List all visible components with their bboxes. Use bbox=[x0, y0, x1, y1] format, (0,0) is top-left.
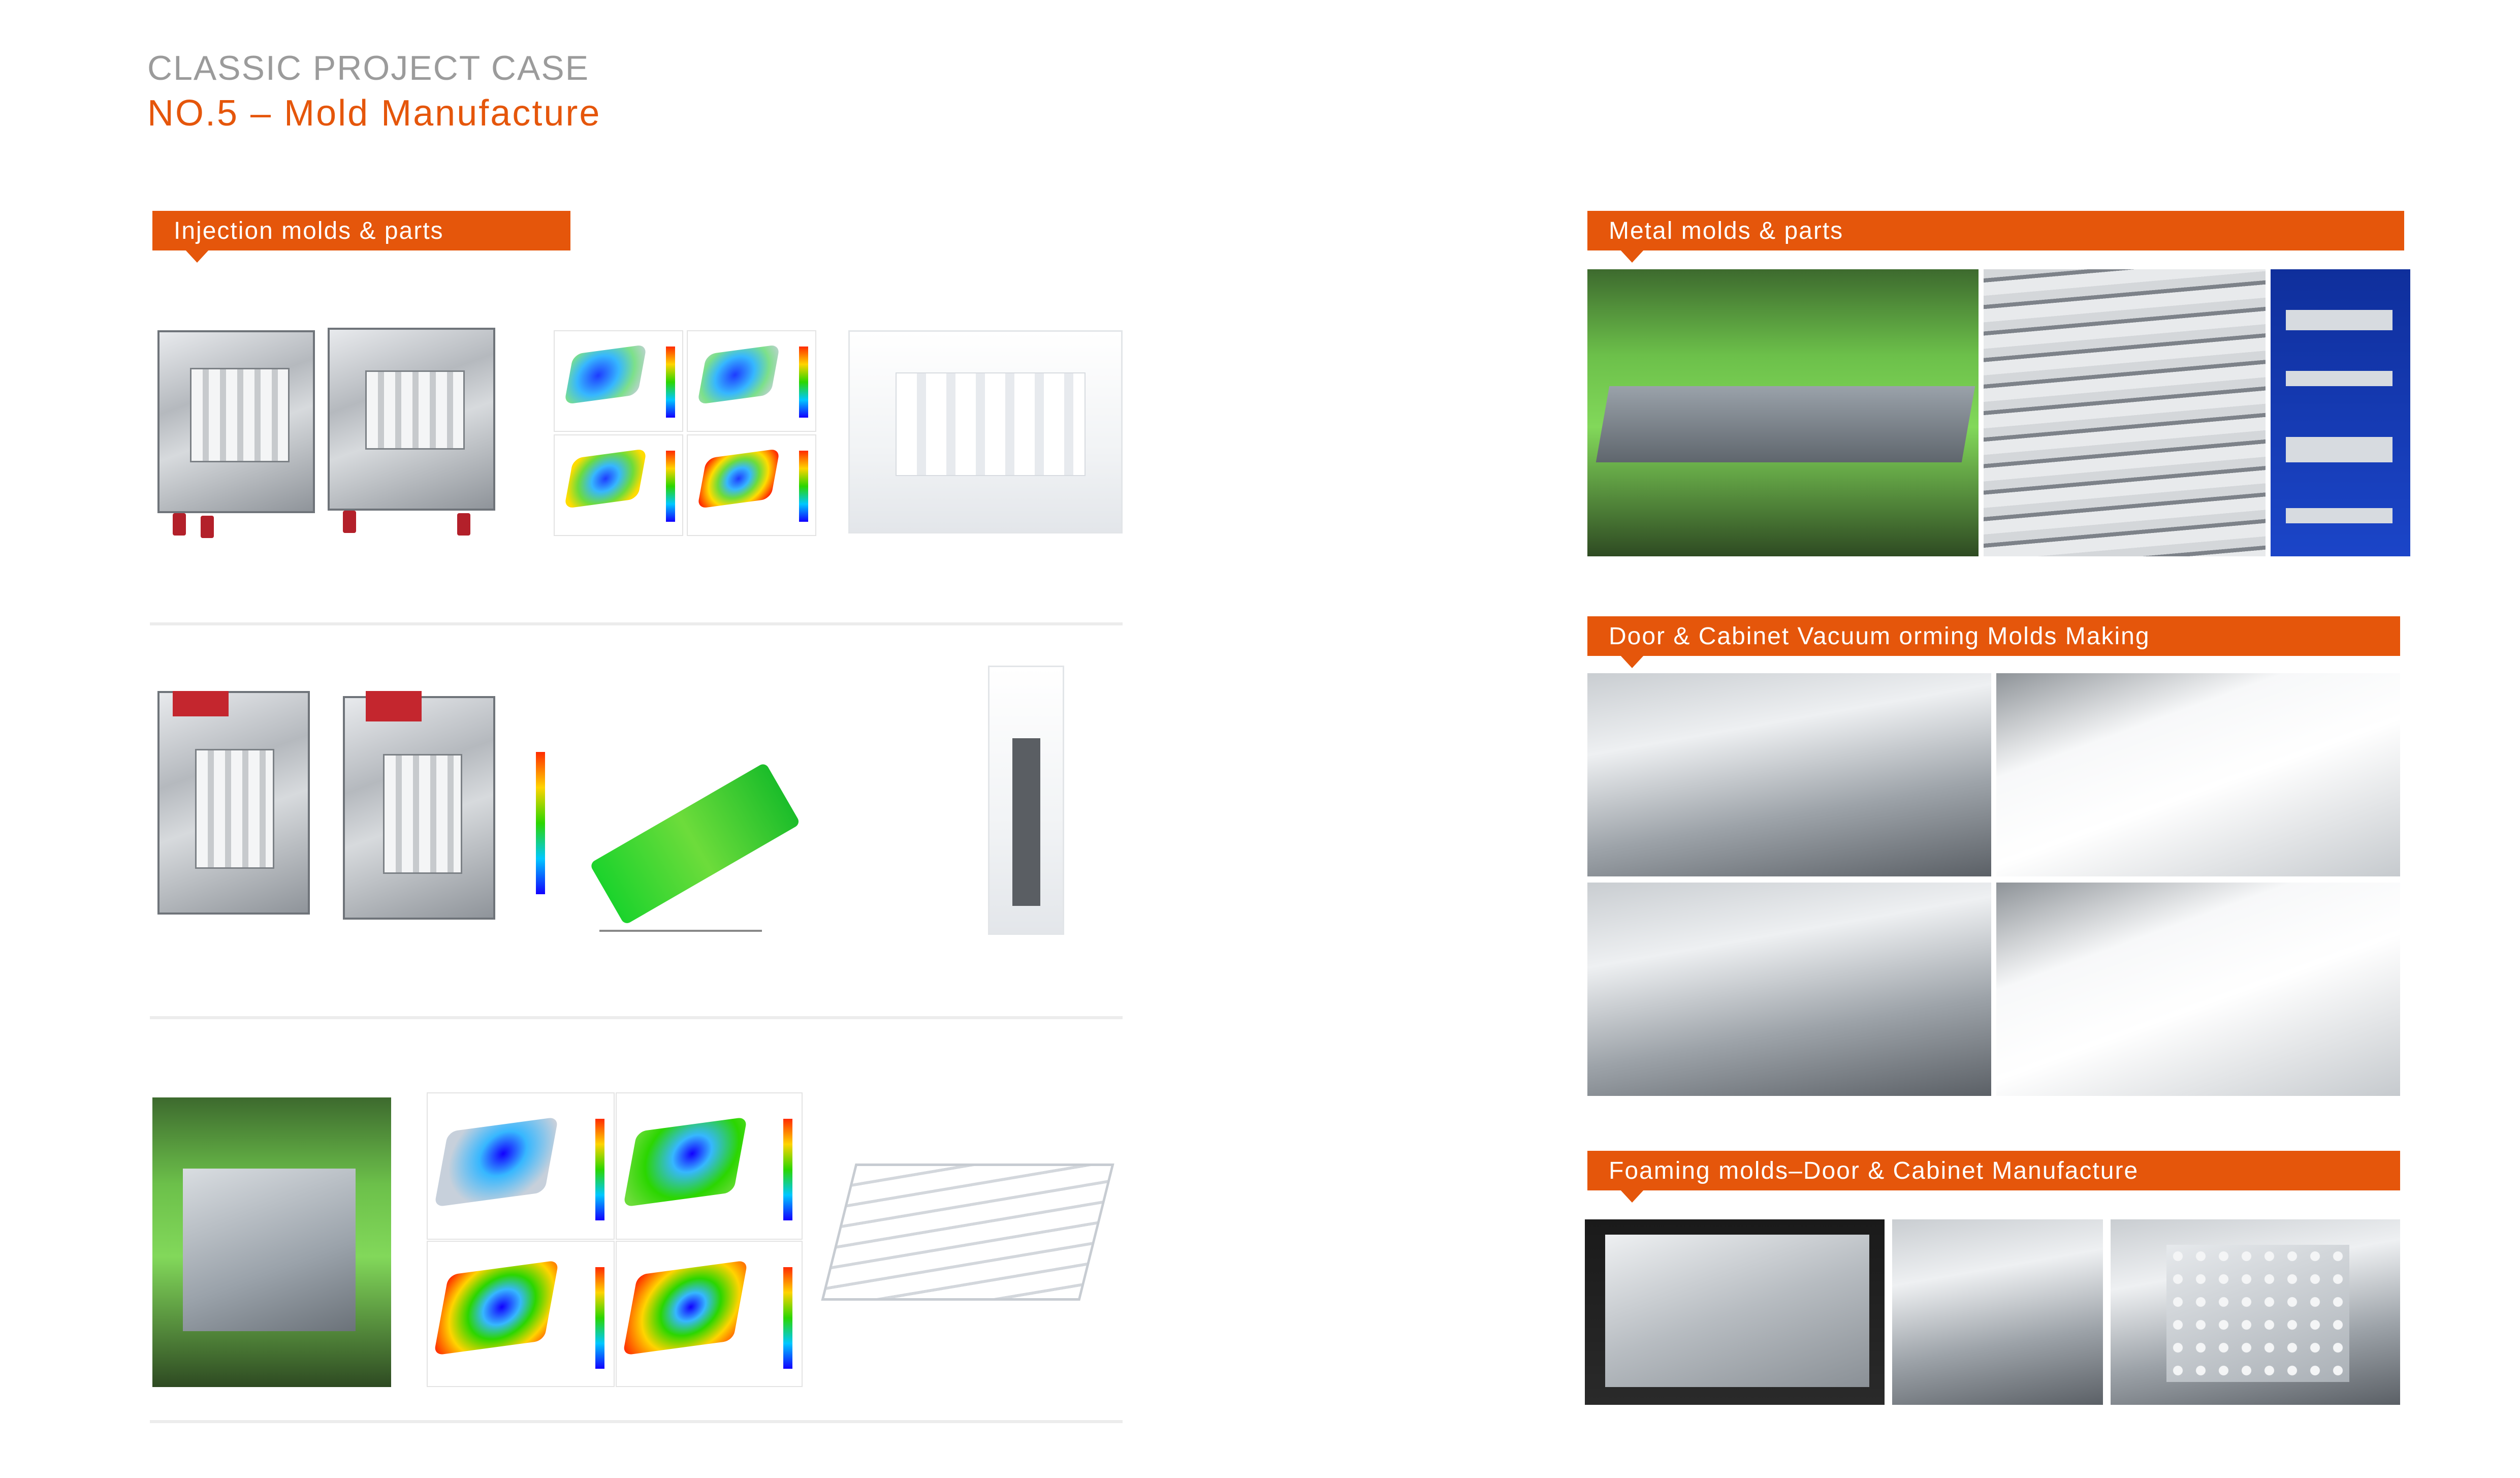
injection-mold-photo-2 bbox=[152, 691, 503, 935]
section-tag-vacuum: Door & Cabinet Vacuum orming Molds Makin… bbox=[1587, 616, 2400, 668]
injection-simulation-3 bbox=[427, 1092, 803, 1387]
section-tag-metal: Metal molds & parts bbox=[1587, 211, 2404, 263]
section-tag-label: Foaming molds–Door & Cabinet Manufacture bbox=[1609, 1157, 2139, 1184]
section-tag-label: Injection molds & parts bbox=[174, 217, 444, 244]
foaming-mold-photo-1 bbox=[1585, 1219, 1885, 1405]
vacuum-part-photo-2 bbox=[1996, 883, 2400, 1096]
foaming-mold-photo-2 bbox=[1892, 1219, 2103, 1405]
injection-simulation-1 bbox=[554, 330, 818, 536]
foaming-mold-photo-3 bbox=[2111, 1219, 2400, 1405]
divider-2 bbox=[150, 1016, 1123, 1019]
injection-mold-photo-1 bbox=[152, 320, 518, 549]
section-tag-injection: Injection molds & parts bbox=[152, 211, 570, 263]
section-tag-foaming: Foaming molds–Door & Cabinet Manufacture bbox=[1587, 1151, 2400, 1203]
metal-parts-photo-1 bbox=[1984, 269, 2266, 556]
page-title: NO.5 – Mold Manufacture bbox=[147, 93, 601, 134]
injection-mold-photo-3 bbox=[152, 1097, 391, 1387]
divider-1 bbox=[150, 622, 1123, 625]
divider-3 bbox=[150, 1420, 1123, 1423]
vacuum-mold-photo-2 bbox=[1587, 883, 1991, 1096]
shrinkage-simulation bbox=[528, 696, 828, 940]
injection-part-photo-2 bbox=[988, 666, 1064, 935]
metal-press-photo bbox=[1587, 269, 1979, 556]
injection-part-photo-1 bbox=[848, 330, 1123, 533]
vacuum-mold-photo-1 bbox=[1587, 673, 1991, 876]
injection-part-photo-3 bbox=[821, 1143, 1114, 1326]
section-tag-label: Door & Cabinet Vacuum orming Molds Makin… bbox=[1609, 622, 2150, 650]
section-tag-label: Metal molds & parts bbox=[1609, 217, 1844, 244]
kicker-text: CLASSIC PROJECT CASE bbox=[147, 49, 590, 87]
vacuum-part-photo-1 bbox=[1996, 673, 2400, 876]
metal-parts-photo-2 bbox=[2271, 269, 2410, 556]
